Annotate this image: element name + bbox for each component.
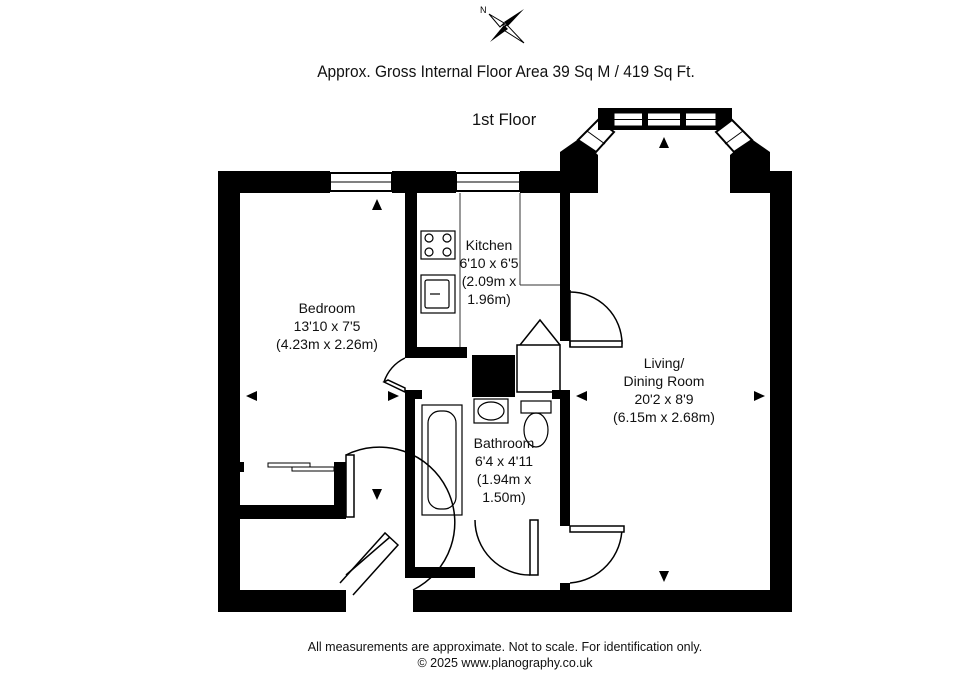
room-dimensions-metric: (2.09m x <box>461 273 517 289</box>
kitchen-counter <box>459 193 560 347</box>
room-dimensions-metric: (6.15m x 2.68m) <box>613 409 715 425</box>
room-name: Kitchen <box>465 237 513 253</box>
door-kitchen-living <box>569 290 623 348</box>
dimension-arrows <box>246 137 765 582</box>
door-entrance <box>345 446 456 591</box>
room-dimensions-imperial: 20'2 x 8'9 <box>634 391 694 407</box>
bay-window <box>560 108 770 193</box>
room-name: Dining Room <box>623 373 705 389</box>
door-living-hall <box>569 525 625 584</box>
kitchen-sink-icon <box>420 274 456 314</box>
floor-area-title: Approx. Gross Internal Floor Area 39 Sq … <box>317 63 695 81</box>
room-dimensions-imperial: 6'10 x 6'5 <box>459 255 519 271</box>
room-dimensions-imperial: 6'4 x 4'11 <box>474 453 534 469</box>
room-name: Bedroom <box>298 300 356 316</box>
copyright-text: © 2025 www.planography.co.uk <box>417 656 593 670</box>
compass-rose-icon: N <box>480 5 525 44</box>
room-label-bathroom: Bathroom 6'4 x 4'11 (1.94m x 1.50m) <box>466 434 542 506</box>
interior-walls <box>240 193 570 590</box>
room-dimensions-metric: 1.50m) <box>482 489 526 505</box>
exterior-walls <box>218 171 792 612</box>
room-name: Living/ <box>643 355 685 371</box>
room-label-bedroom: Bedroom 13'10 x 7'5 (4.23m x 2.26m) <box>270 299 384 353</box>
room-name: Bathroom <box>473 435 535 451</box>
window-bedroom <box>329 172 393 192</box>
hob-icon <box>420 230 456 260</box>
door-cupboard <box>339 531 400 596</box>
washbasin-icon <box>473 398 509 424</box>
floor-name: 1st Floor <box>472 111 537 129</box>
door-kitchen-store <box>516 318 561 393</box>
room-dimensions-metric: (1.94m x <box>476 471 532 487</box>
room-label-kitchen: Kitchen 6'10 x 6'5 (2.09m x 1.96m) <box>452 236 526 308</box>
wardrobe-sliding-doors <box>267 462 335 472</box>
door-bathroom <box>474 519 539 576</box>
room-dimensions-metric: 1.96m) <box>467 291 511 307</box>
toilet-icon <box>520 400 552 448</box>
door-bedroom <box>382 357 406 394</box>
room-dimensions-imperial: 13'10 x 7'5 <box>293 318 361 334</box>
compass-north-label: N <box>480 5 487 15</box>
window-kitchen <box>455 172 521 192</box>
room-label-living: Living/ Dining Room 20'2 x 8'9 (6.15m x … <box>606 354 722 426</box>
bath-icon <box>421 404 463 516</box>
disclaimer-text: All measurements are approximate. Not to… <box>307 640 703 654</box>
room-dimensions-metric: (4.23m x 2.26m) <box>276 336 378 352</box>
